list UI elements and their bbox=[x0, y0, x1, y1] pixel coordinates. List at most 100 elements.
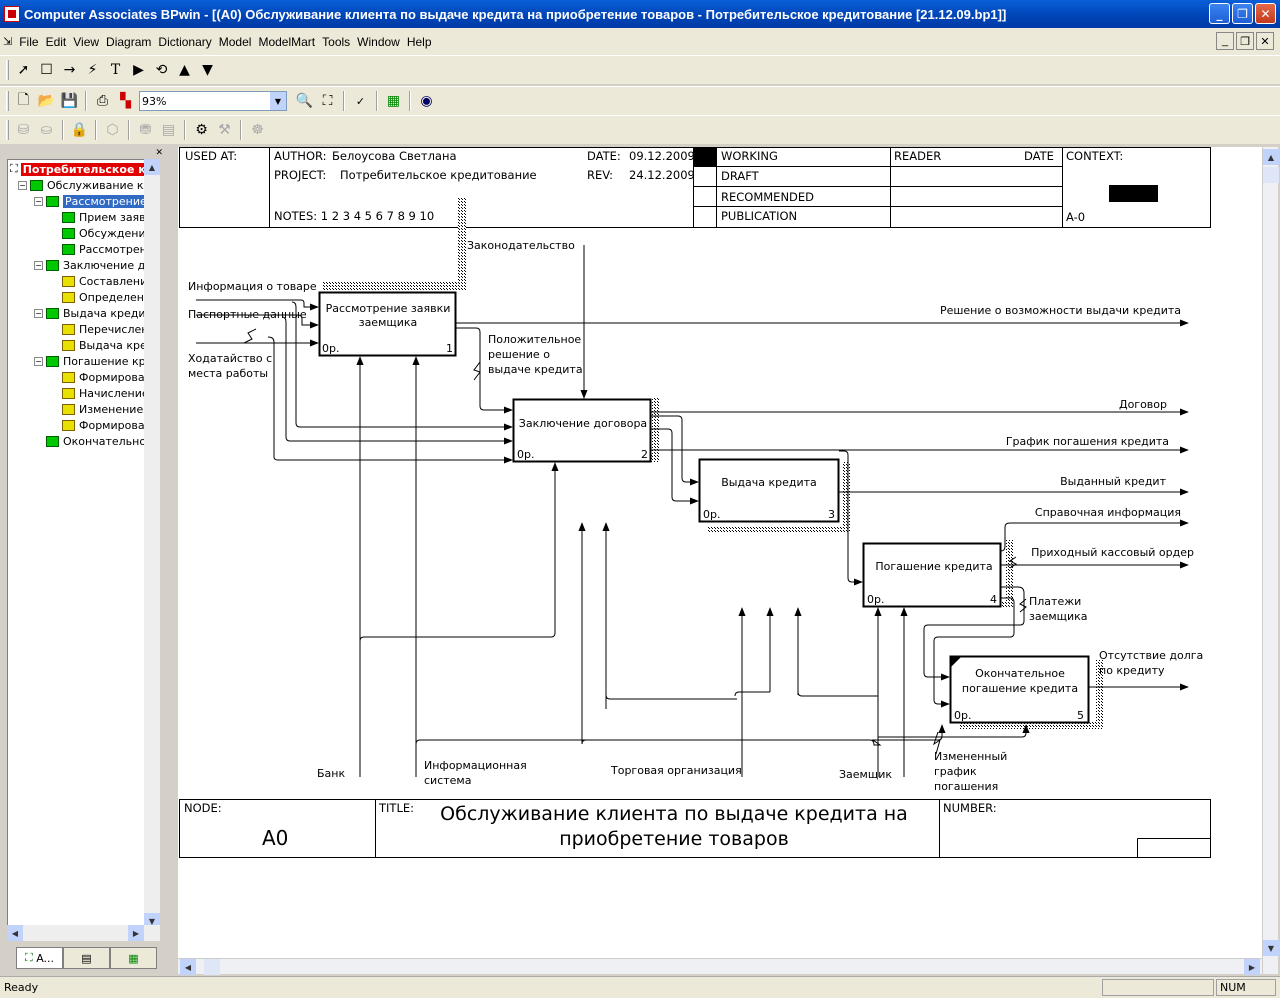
pointer-icon[interactable]: ➚ bbox=[17, 62, 30, 78]
scroll-up-icon[interactable]: ▲ bbox=[144, 159, 160, 175]
tree-item[interactable]: Окончательное bbox=[34, 433, 146, 449]
tree-item[interactable]: −Обслуживание клиента bbox=[18, 178, 146, 192]
go-to-parent-icon[interactable]: ⟲ bbox=[155, 62, 168, 78]
tree-item[interactable]: −Заключение договора bbox=[34, 258, 146, 272]
model-explorer-icon[interactable]: ▦ bbox=[386, 93, 401, 109]
tree-item[interactable]: Определение bbox=[50, 289, 146, 305]
color-icon[interactable]: ▚ bbox=[120, 93, 131, 109]
box-4-label: Погашение кредита bbox=[875, 560, 992, 573]
scroll-left-icon[interactable]: ◀ bbox=[180, 959, 196, 975]
tree-item[interactable]: Выдача кредита bbox=[50, 337, 146, 353]
menu-help[interactable]: Help bbox=[406, 34, 432, 49]
diagram-canvas[interactable]: USED AT: AUTHOR: Белоусова Светлана PROJ… bbox=[178, 147, 1262, 958]
expander-icon[interactable] bbox=[50, 341, 59, 350]
tab-activities[interactable]: ⛶ A... bbox=[16, 947, 63, 969]
activity-tree[interactable]: ⛶Потребительское кредитование−Обслуживан… bbox=[7, 159, 147, 929]
expander-icon[interactable] bbox=[50, 325, 59, 334]
minimize-button[interactable]: _ bbox=[1209, 3, 1230, 24]
expander-icon[interactable] bbox=[50, 389, 59, 398]
expander-icon[interactable]: − bbox=[34, 260, 43, 270]
tree-root[interactable]: ⛶Потребительское кредитование bbox=[10, 161, 146, 177]
canvas-vscrollbar[interactable]: ▲ ▼ bbox=[1262, 147, 1279, 974]
tab-diagrams[interactable]: ▤ bbox=[63, 947, 110, 969]
box-1[interactable] bbox=[318, 291, 457, 357]
zoom-fit-icon[interactable]: ⛶ bbox=[322, 93, 333, 109]
menu-diagram[interactable]: Diagram bbox=[106, 34, 152, 49]
expander-icon[interactable] bbox=[50, 405, 59, 414]
menu-edit[interactable]: Edit bbox=[45, 34, 67, 49]
expander-icon[interactable] bbox=[50, 421, 59, 430]
tree-item[interactable]: Перечисление bbox=[50, 321, 146, 337]
scroll-thumb[interactable] bbox=[1263, 167, 1279, 183]
go-down-icon[interactable]: ▼ bbox=[202, 62, 213, 78]
tree-item[interactable]: Формирование bbox=[50, 417, 146, 433]
mdi-restore-button[interactable]: ❐ bbox=[1236, 32, 1254, 50]
mm-security-icon: ⚒ bbox=[218, 122, 231, 138]
tree-item[interactable]: Составление bbox=[50, 273, 146, 289]
menu-file[interactable]: File bbox=[19, 34, 39, 49]
print-icon[interactable]: ⎙ bbox=[96, 93, 109, 109]
scroll-up-icon[interactable]: ▲ bbox=[1263, 149, 1279, 165]
tree-hscrollbar[interactable]: ◀ ▶ bbox=[7, 925, 160, 941]
box-3[interactable] bbox=[698, 458, 840, 523]
tree-item[interactable]: Начисление bbox=[50, 385, 146, 401]
text-tool-icon[interactable]: T bbox=[110, 62, 121, 78]
box-4[interactable] bbox=[862, 542, 1002, 608]
canvas-hscrollbar[interactable]: ◀ ▶ bbox=[178, 958, 1262, 975]
go-up-icon[interactable]: ▲ bbox=[179, 62, 190, 78]
spellcheck-icon[interactable]: ✓ bbox=[355, 94, 366, 108]
squiggle-tool-icon[interactable]: ⚡ bbox=[87, 62, 98, 78]
go-to-child-icon[interactable]: ▶ bbox=[133, 62, 144, 78]
expander-icon[interactable] bbox=[50, 229, 59, 238]
mm-users-icon[interactable]: ⚙ bbox=[195, 122, 208, 138]
zoom-in-icon[interactable]: 🔍 bbox=[295, 93, 314, 109]
tree-item[interactable]: Прием заявки bbox=[50, 209, 146, 225]
save-icon[interactable]: 💾 bbox=[60, 93, 79, 109]
expander-icon[interactable] bbox=[50, 277, 59, 286]
tree-item[interactable]: −Погашение кредита bbox=[34, 354, 146, 368]
new-icon[interactable]: 🗋 bbox=[17, 92, 30, 108]
scroll-right-icon[interactable]: ▶ bbox=[1244, 959, 1260, 975]
expander-icon[interactable] bbox=[50, 213, 59, 222]
arrow-tool-icon[interactable]: → bbox=[63, 62, 76, 78]
mdi-minimize-button[interactable]: _ bbox=[1216, 32, 1234, 50]
tree-item[interactable]: Обсуждение bbox=[50, 225, 146, 241]
close-button[interactable]: ✕ bbox=[1255, 3, 1276, 24]
tree-item[interactable]: Рассмотрение bbox=[50, 241, 146, 257]
expander-icon[interactable]: − bbox=[34, 308, 43, 318]
menu-dictionary[interactable]: Dictionary bbox=[158, 34, 212, 49]
expander-icon[interactable]: − bbox=[34, 356, 43, 366]
tree-item[interactable]: Формирование bbox=[50, 369, 146, 385]
menu-modelmart[interactable]: ModelMart bbox=[258, 34, 316, 49]
expander-icon[interactable] bbox=[50, 293, 59, 302]
menu-model[interactable]: Model bbox=[218, 34, 252, 49]
scroll-down-icon[interactable]: ▼ bbox=[1263, 940, 1279, 956]
tab-objects[interactable]: ▦ bbox=[110, 947, 157, 969]
zoom-select[interactable]: 93%▼ bbox=[139, 91, 287, 111]
tree-item[interactable]: −Выдача кредита bbox=[34, 306, 146, 320]
open-icon[interactable]: 📂 bbox=[37, 93, 56, 109]
mdi-close-button[interactable]: ✕ bbox=[1256, 32, 1274, 50]
expander-icon[interactable]: − bbox=[34, 196, 43, 206]
maximize-button[interactable]: ❐ bbox=[1232, 3, 1253, 24]
menu-tools[interactable]: Tools bbox=[322, 34, 351, 49]
expander-icon[interactable] bbox=[34, 437, 43, 446]
doc-icon[interactable]: ⇲ bbox=[3, 36, 13, 48]
box-2[interactable] bbox=[512, 398, 652, 463]
modelmart-icon[interactable]: ◉ bbox=[420, 93, 433, 109]
scroll-thumb-h[interactable] bbox=[204, 959, 220, 975]
expander-icon[interactable]: − bbox=[18, 180, 27, 190]
tree-item[interactable]: Изменение bbox=[50, 401, 143, 417]
expander-icon[interactable] bbox=[50, 245, 59, 254]
expander-icon[interactable] bbox=[50, 373, 59, 382]
menu-view[interactable]: View bbox=[73, 34, 100, 49]
label-reference: Справочная информация bbox=[1035, 506, 1181, 519]
scroll-left-icon[interactable]: ◀ bbox=[7, 925, 23, 941]
tree-item[interactable]: −Рассмотрение заявки bbox=[34, 193, 146, 209]
box-5[interactable] bbox=[949, 655, 1090, 724]
scroll-right-icon[interactable]: ▶ bbox=[128, 925, 144, 941]
tree-scrollbar[interactable]: ▲ ▼ bbox=[144, 159, 160, 929]
box-tool-icon[interactable]: ☐ bbox=[40, 62, 53, 78]
menu-window[interactable]: Window bbox=[357, 34, 400, 49]
pane-close-icon[interactable]: ✕ bbox=[155, 148, 163, 158]
